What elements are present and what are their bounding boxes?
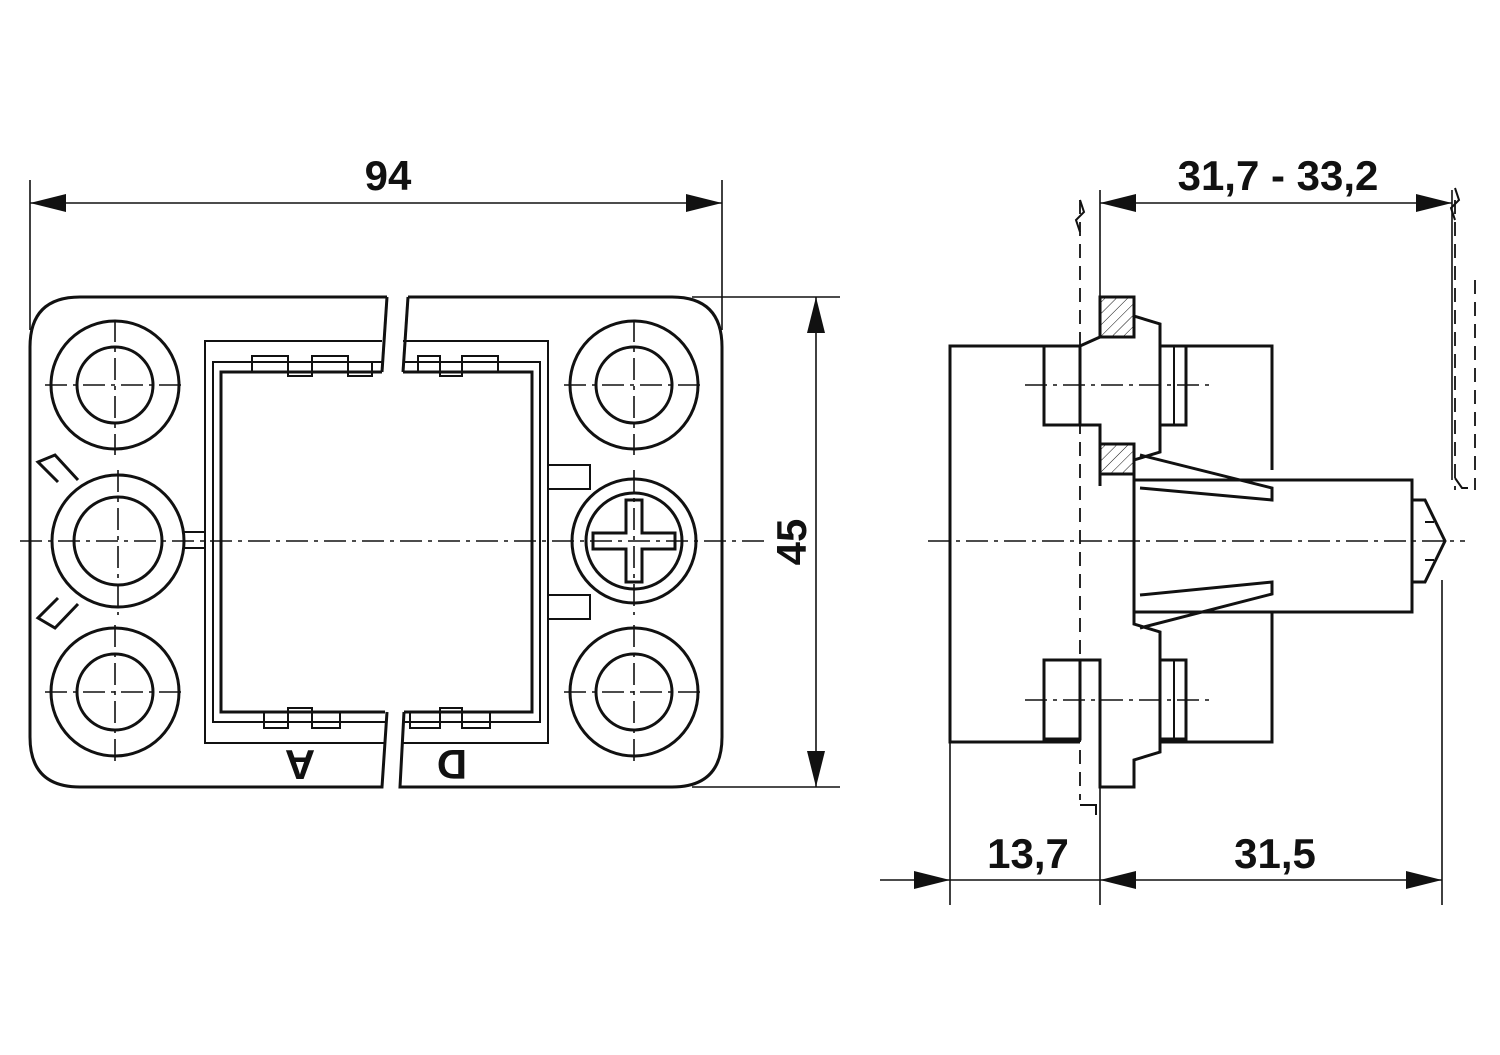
label-d: D	[437, 741, 467, 788]
bottom-screw-nut	[1042, 658, 1188, 742]
front-view: A D 94 45	[20, 152, 840, 789]
dimension-front-depth: 13,7	[880, 742, 1100, 905]
housing-outline-right	[398, 295, 724, 789]
dim-31-5: 31,5	[1234, 830, 1316, 877]
housing-outline-left	[28, 295, 389, 789]
dim-31-7-33-2: 31,7 - 33,2	[1178, 152, 1379, 199]
dimension-height: 45	[692, 296, 840, 788]
dim-94: 94	[365, 152, 412, 199]
panel-flange	[1078, 295, 1162, 789]
dim-13-7: 13,7	[987, 830, 1069, 877]
dimension-rear-depth: 31,5	[1099, 580, 1443, 905]
housing-body	[948, 344, 1080, 744]
cable-gland	[1134, 453, 1447, 630]
insert-window	[219, 370, 534, 714]
dim-45: 45	[768, 519, 815, 566]
dimension-panel-thickness: 31,7 - 33,2	[1099, 152, 1453, 480]
dimension-width: 94	[29, 152, 723, 330]
label-a: A	[285, 741, 315, 788]
side-view: 31,7 - 33,2 13,7 31,5	[880, 152, 1476, 905]
